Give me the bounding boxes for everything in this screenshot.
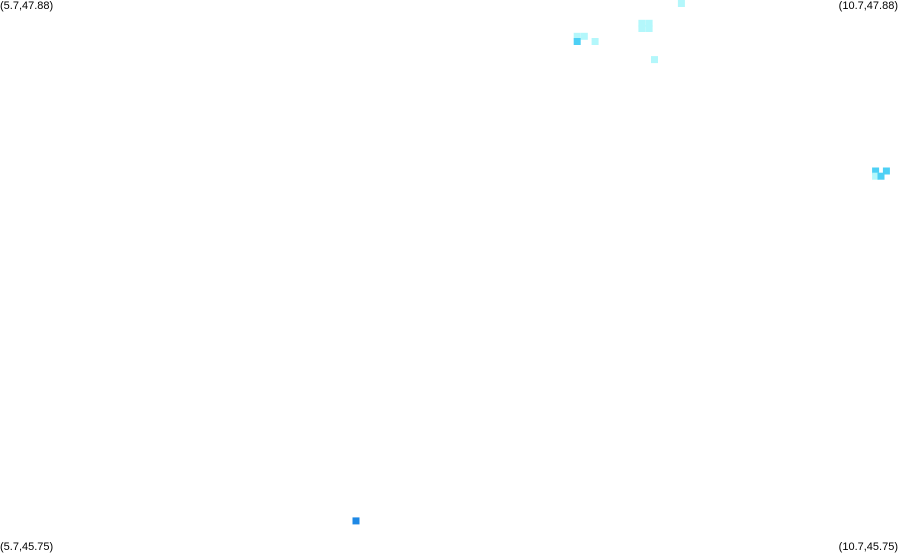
corner-label-bottom-left: (5.7,45.75) bbox=[0, 541, 54, 553]
corner-label-bottom-right: (10.7,45.75) bbox=[838, 541, 898, 553]
corner-label-top-right: (10.7,47.88) bbox=[838, 0, 898, 12]
heatmap-cell-low bbox=[580, 32, 588, 40]
heatmap-cell-low bbox=[651, 56, 658, 64]
heatmap-cell-low bbox=[872, 172, 880, 180]
heatmap-cell-low bbox=[677, 0, 685, 7]
heatmap-cell-low bbox=[645, 19, 653, 27]
heatmap-cell-mid bbox=[872, 167, 880, 175]
heatmap-cell-low bbox=[638, 19, 646, 27]
heatmap-cell-low bbox=[645, 25, 653, 32]
heatmap-cell-mid bbox=[573, 38, 581, 45]
heatmap-cell-mid bbox=[877, 172, 885, 180]
corner-label-top-left: (5.7,47.88) bbox=[0, 0, 54, 12]
heatmap-cell-low bbox=[638, 25, 646, 32]
heatmap-cell-high bbox=[352, 517, 360, 525]
heatmap-cell-low bbox=[573, 32, 581, 40]
heatmap-cell-low bbox=[591, 38, 599, 45]
heatmap-cell-mid bbox=[882, 167, 890, 175]
